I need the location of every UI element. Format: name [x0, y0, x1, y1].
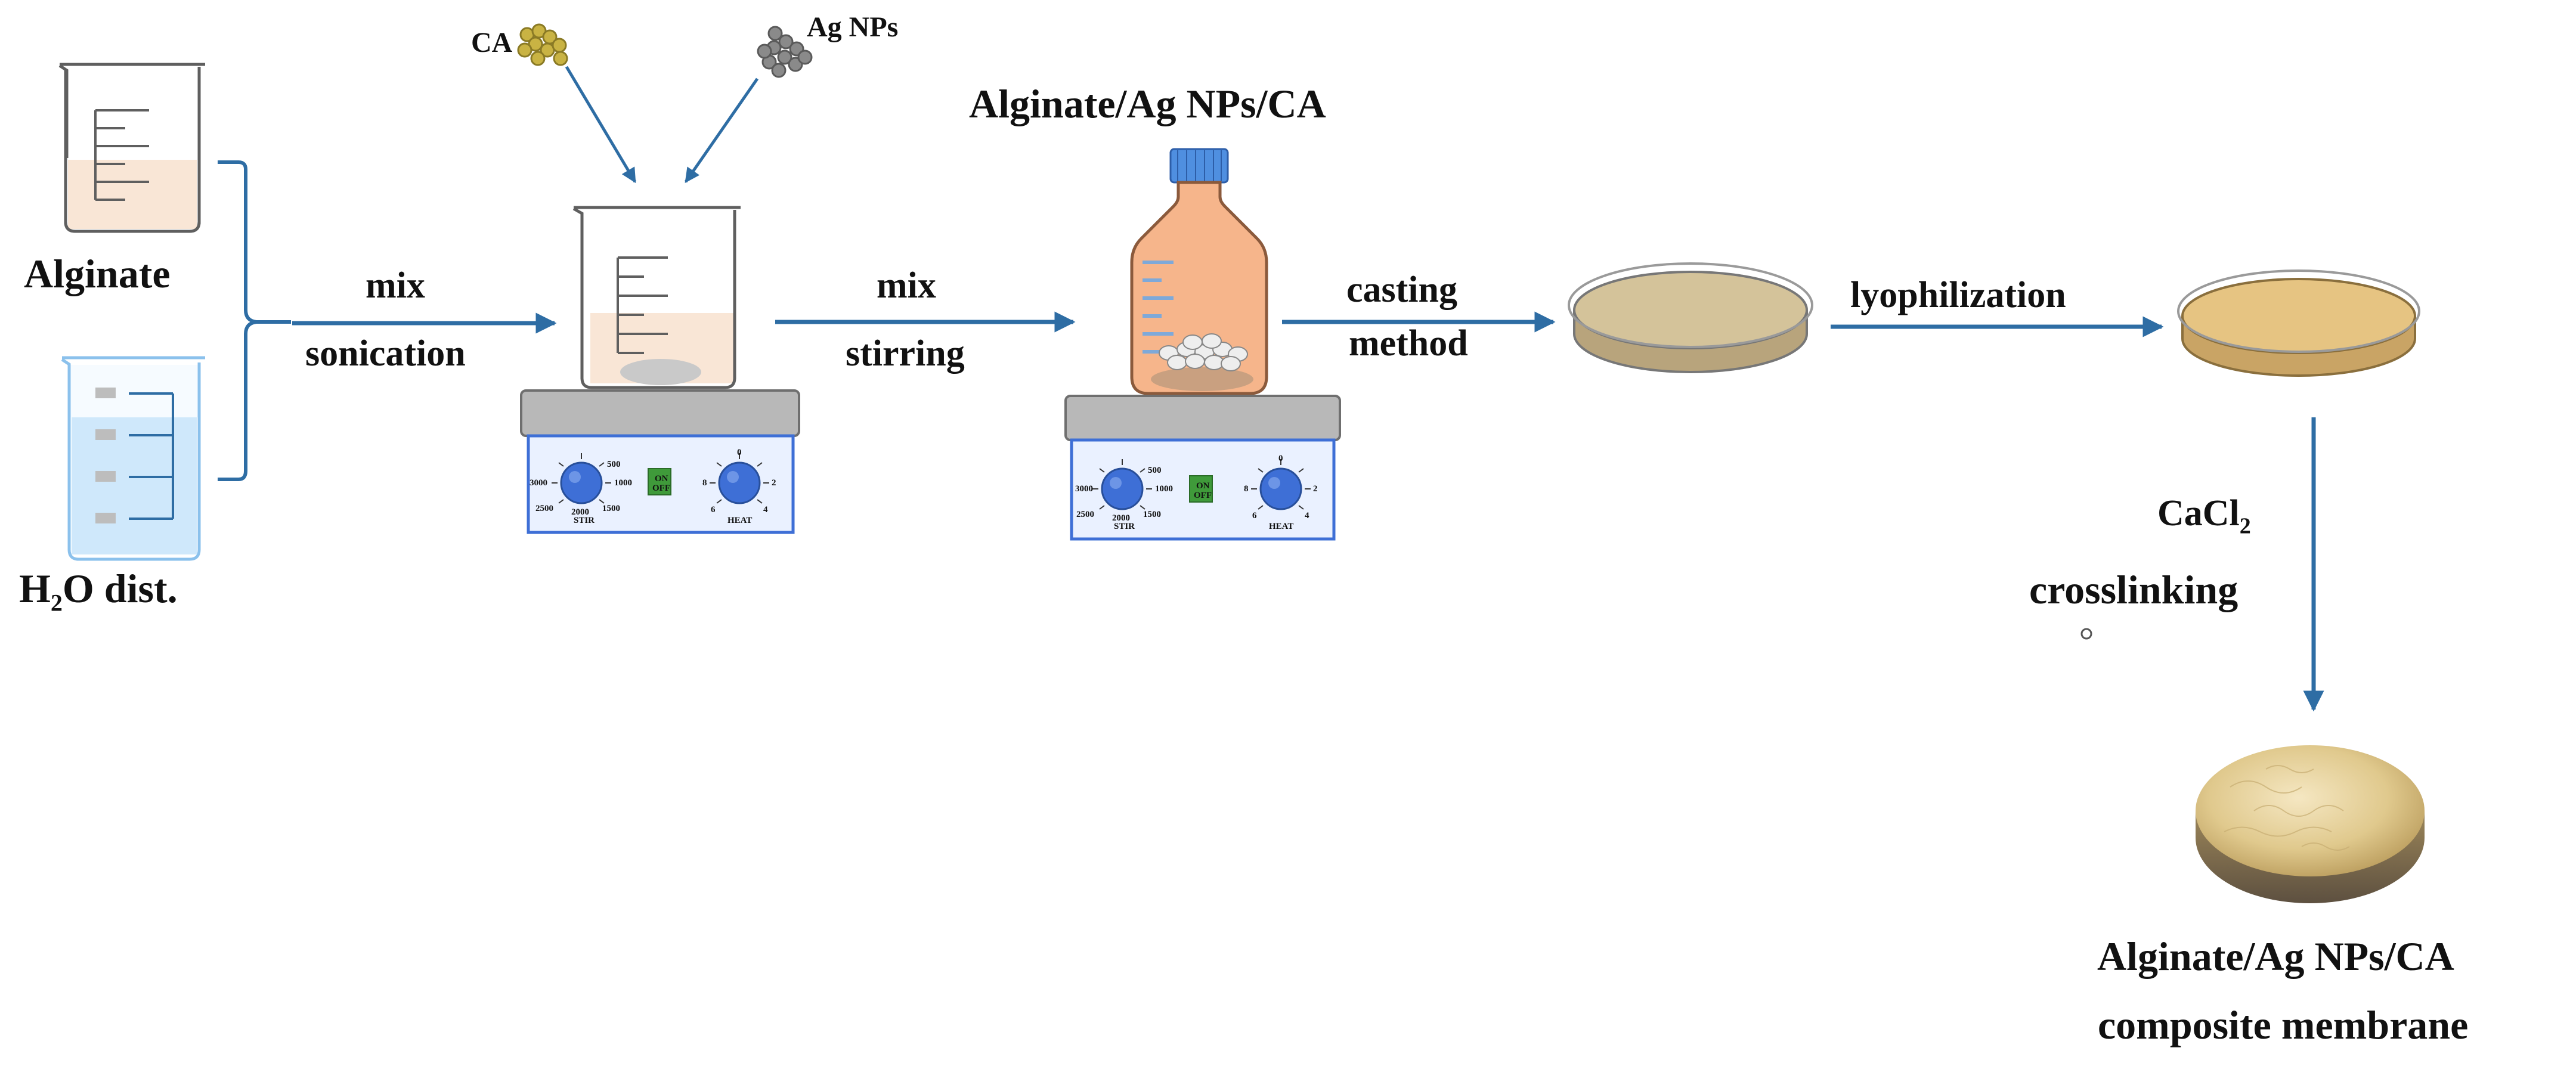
heat-scale-2-1: 2 [1313, 484, 1318, 494]
small-dot [2080, 628, 2092, 640]
stir-scale-1-5: 3000 [530, 478, 547, 488]
petri-dish-2 [2177, 269, 2420, 377]
label-lyophilization: lyophilization [1850, 275, 2066, 315]
stir-label-1: STIR [574, 516, 595, 525]
ca-particles [517, 23, 568, 66]
label-ca: CA [471, 27, 513, 58]
heat-scale-2-4: 8 [1244, 484, 1249, 494]
label-final-line2: composite membrane [2098, 1002, 2469, 1048]
switch-label-1a: ON [655, 474, 668, 484]
heat-scale-2-0: 0 [1278, 454, 1283, 463]
solution-bottle [1130, 148, 1268, 395]
stir-scale-2-4: 2500 [1076, 510, 1094, 519]
h2o-main: H [19, 566, 51, 611]
h2o-rest: O dist. [62, 566, 178, 611]
label-sonication: sonication [305, 333, 466, 374]
label-mix-2: mix [877, 265, 936, 306]
stir-scale-1-4: 2500 [535, 504, 553, 513]
hotplate-stirrer-2 [1064, 395, 1341, 541]
label-product-title: Alginate/Ag NPs/CA [969, 81, 1326, 126]
heat-scale-1-0: 0 [737, 448, 742, 457]
cacl-subscript: 2 [2239, 513, 2251, 539]
stir-knob-2[interactable] [1101, 467, 1144, 510]
power-switch-1[interactable] [648, 468, 671, 495]
label-stirring: stirring [846, 333, 965, 374]
stir-scale-1-1: 1000 [614, 478, 632, 488]
mixing-beaker [572, 206, 741, 389]
power-switch-2[interactable] [1189, 475, 1213, 503]
cacl-main: CaCl [2157, 493, 2240, 534]
heat-scale-2-2: 4 [1305, 511, 1309, 520]
stir-label-2: STIR [1114, 522, 1135, 531]
heat-knob-2[interactable] [1259, 467, 1302, 510]
composite-membrane [2196, 745, 2425, 903]
label-alginate: Alginate [24, 251, 171, 296]
stir-scale-1-2: 1500 [602, 504, 620, 513]
stir-scale-2-1: 1000 [1155, 484, 1173, 494]
label-crosslinking: crosslinking [2029, 567, 2238, 612]
heat-scale-1-1: 2 [772, 478, 776, 488]
heat-scale-2-3: 6 [1252, 511, 1257, 520]
stir-scale-2-2: 1500 [1143, 510, 1161, 519]
label-mix-1: mix [366, 265, 425, 306]
stir-scale-2-3: 2000 [1112, 513, 1130, 523]
water-beaker [61, 356, 205, 561]
label-h2o-dist: H2O dist. [19, 568, 178, 615]
heat-knob-1[interactable] [718, 461, 761, 504]
heat-scale-1-4: 8 [702, 478, 707, 488]
heat-label-2: HEAT [1269, 522, 1294, 531]
heat-scale-1-3: 6 [711, 505, 716, 515]
ag-np-particles [757, 26, 813, 78]
label-final-line1: Alginate/Ag NPs/CA [2097, 934, 2454, 979]
label-ag-nps: Ag NPs [807, 11, 899, 43]
stir-knob-1[interactable] [560, 461, 603, 504]
label-cacl2: CaCl2 [2157, 495, 2251, 537]
switch-label-1b: OFF [652, 484, 670, 493]
switch-label-2b: OFF [1194, 491, 1212, 500]
label-method: method [1349, 323, 1468, 364]
label-casting: casting [1346, 269, 1457, 310]
heat-label-1: HEAT [727, 516, 753, 525]
heat-scale-1-2: 4 [763, 505, 768, 515]
hotplate-stirrer-1 [520, 389, 800, 534]
stir-scale-2-0: 500 [1148, 466, 1162, 475]
petri-dish-1 [1568, 262, 1813, 373]
arrow-ag-in [684, 78, 759, 184]
switch-label-2a: ON [1196, 481, 1210, 491]
arrow-ca-in [565, 66, 637, 184]
alginate-beaker [58, 63, 205, 233]
stir-scale-2-5: 3000 [1075, 484, 1093, 494]
stir-scale-1-0: 500 [607, 460, 621, 469]
merge-bracket [218, 160, 291, 481]
h2o-subscript: 2 [50, 589, 63, 616]
stir-scale-1-3: 2000 [571, 507, 589, 517]
